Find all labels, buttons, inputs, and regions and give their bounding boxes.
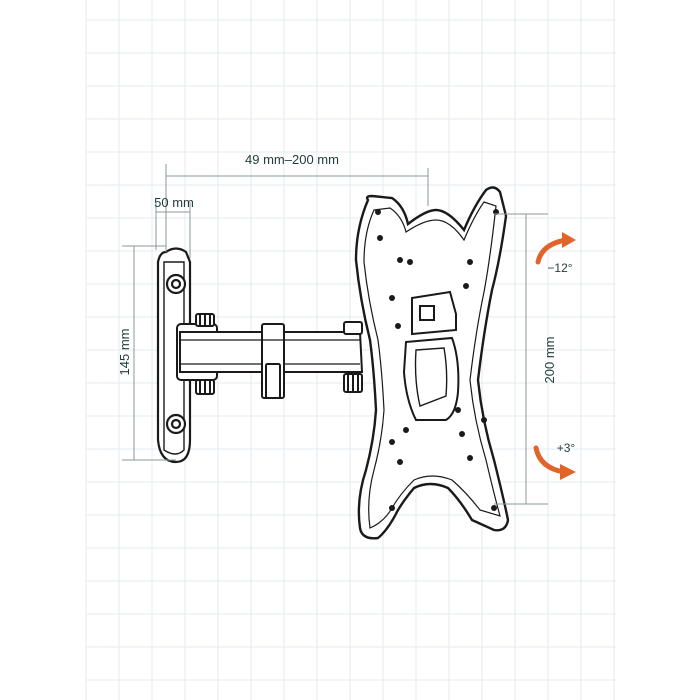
vesa-height-label: 200 mm xyxy=(542,337,557,384)
vesa-hole xyxy=(389,439,395,445)
vesa-hole xyxy=(463,283,469,289)
arm-extension-label: 49 mm–200 mm xyxy=(245,152,339,167)
vesa-hole xyxy=(459,431,465,437)
dimension-lines xyxy=(122,164,548,505)
vesa-hole xyxy=(467,259,473,265)
tv-hinge xyxy=(343,321,363,393)
tilt-down-arrow xyxy=(533,445,576,480)
vesa-hole xyxy=(491,505,497,511)
wall-plate xyxy=(156,247,192,464)
vesa-hole xyxy=(389,505,395,511)
vesa-hole xyxy=(375,209,381,215)
vesa-hole xyxy=(395,323,401,329)
vesa-hole xyxy=(467,455,473,461)
tilt-up-label: −12° xyxy=(547,261,572,275)
vesa-holes xyxy=(375,209,499,511)
wall-plate-height-label: 145 mm xyxy=(117,329,132,376)
swing-arm xyxy=(179,323,364,399)
tilt-down-label: +3° xyxy=(557,441,576,455)
tilt-up-arrow xyxy=(535,232,576,265)
vesa-hole xyxy=(481,417,487,423)
vesa-hole xyxy=(377,235,383,241)
vesa-hole xyxy=(403,427,409,433)
vesa-hole xyxy=(455,407,461,413)
wall-plate-depth-label: 50 mm xyxy=(154,195,194,210)
vesa-hole xyxy=(397,459,403,465)
vesa-hole xyxy=(397,257,403,263)
vesa-hole xyxy=(407,259,413,265)
vesa-hole xyxy=(389,295,395,301)
vesa-center-bracket xyxy=(402,290,460,421)
